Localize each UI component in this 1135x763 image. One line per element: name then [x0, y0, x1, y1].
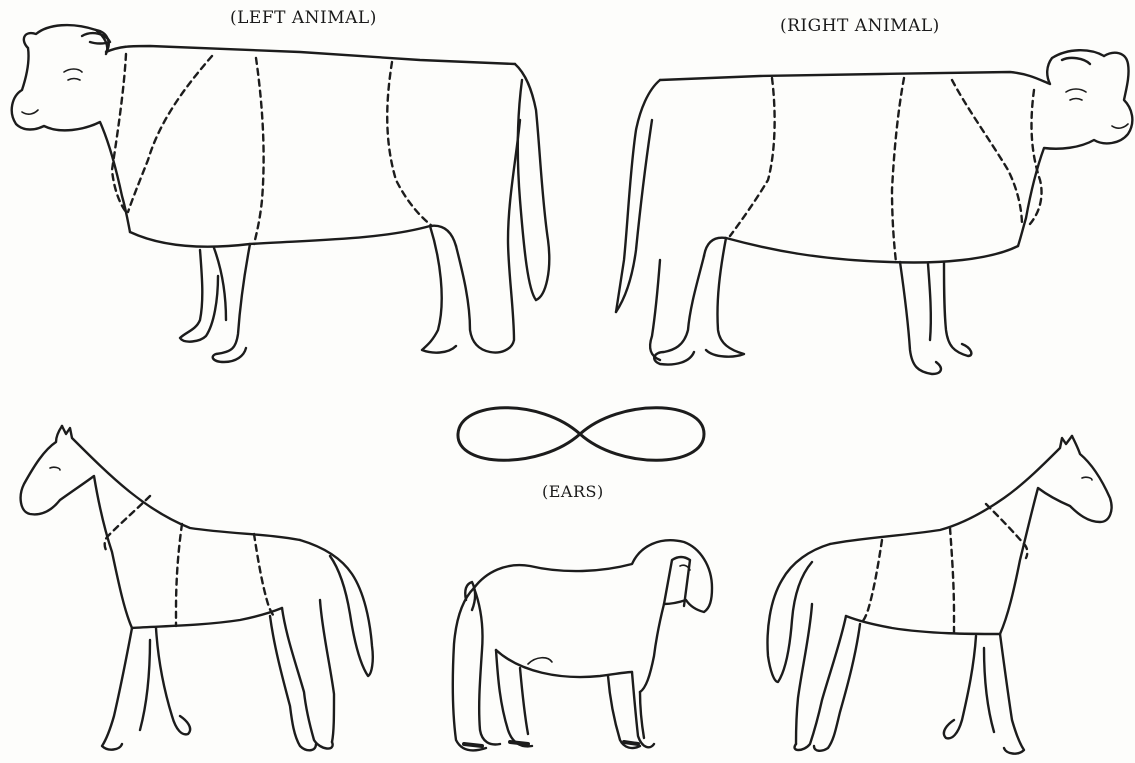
cow-right-head: [1018, 53, 1132, 246]
ear-notch-figure-eight: [458, 408, 704, 461]
horse-left-figure: [21, 426, 373, 750]
cow-right-belly: [704, 238, 1018, 263]
cow-right-figure: [616, 50, 1132, 374]
sheep-body-outline: [474, 540, 712, 692]
cow-left-belly: [130, 226, 456, 247]
cow-left-figure: [12, 25, 550, 362]
horse-left-head-neck: [21, 426, 132, 628]
sheep-figure: [453, 540, 712, 750]
horse-right-figure: [768, 436, 1112, 754]
